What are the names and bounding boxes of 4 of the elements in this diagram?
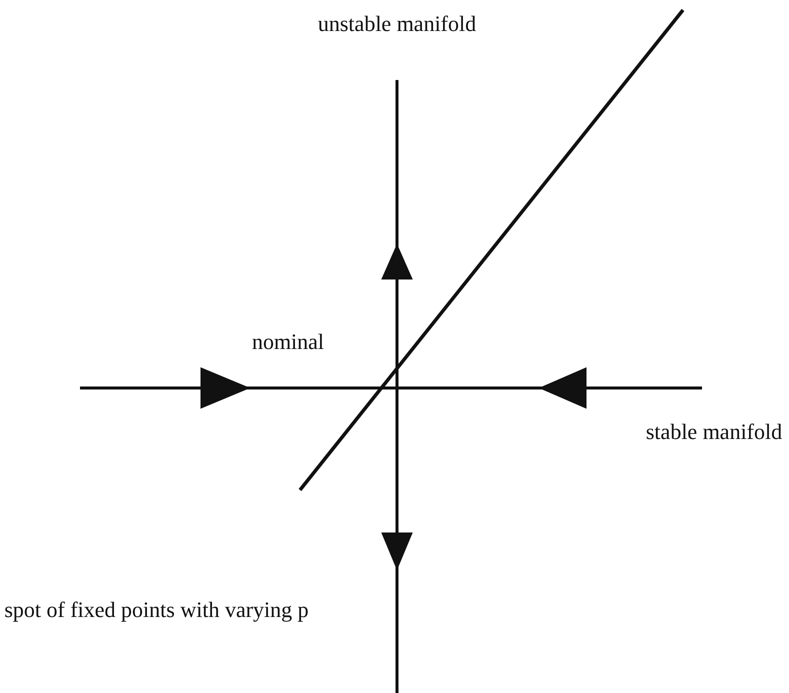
axis-label: stable manifold bbox=[644, 418, 784, 446]
axis-label: nominal bbox=[250, 328, 326, 356]
axis-label: spot of fixed points with varying p bbox=[4, 596, 309, 624]
axis-label: unstable manifold bbox=[316, 10, 478, 38]
